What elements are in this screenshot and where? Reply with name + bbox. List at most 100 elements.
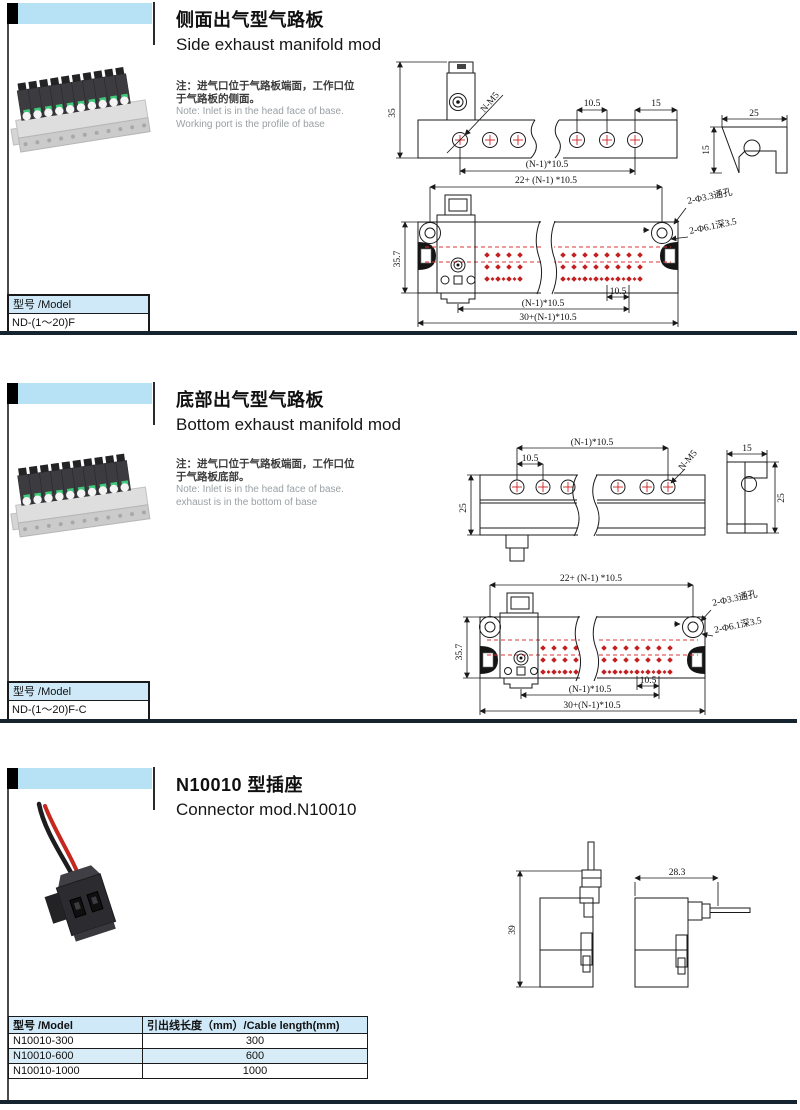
note-cn-line2: 于气路板底部。 [176,471,250,483]
note-en-line1: Note: Inlet is in the head face of base. [176,106,344,117]
section1-bottom-bar [0,331,797,335]
model-table-value: ND-(1～20)F-C [9,701,148,719]
section1-top-drawing: N-M5 35 10.5 15 (N-1)*10.5 25 15 [388,61,788,175]
dim-label-pitch-small: 10.5 [610,287,627,297]
section2-title-cn: 底部出气型气路板 [176,390,324,410]
port-holes [452,132,643,148]
end-brackets [418,242,678,270]
dim-label-height: 39 [508,925,518,935]
section1-left-border [7,3,9,331]
table-row: N10010-300 300 [8,1033,368,1049]
section2-title-en: Bottom exhaust manifold mod [176,415,401,434]
valve-side-view [446,61,476,121]
section2-black-square [7,383,18,404]
section2-product-photo [10,452,151,538]
table-row: N10010-600 600 [8,1048,368,1064]
section3-bottom-bar [0,1100,797,1104]
mounting-holes [419,222,673,244]
base-plate [417,119,678,159]
section3-header-band [18,768,152,789]
section3-product-photo [36,801,117,942]
section3-title-divider [153,767,155,810]
dim-label-sec-width: 15 [742,444,752,454]
dim-label-overall-top: 22+ (N-1) *10.5 [515,175,577,186]
cell-length: 300 [142,1033,368,1049]
connector-body [44,865,117,942]
cell-model: N10010-1000 [8,1063,143,1079]
note-en-line1: Note: Inlet is in the head face of base. [176,484,344,495]
manifold-photo-group [10,66,151,153]
callout-counterbore: 2-Φ6.1深3.5 [688,216,738,237]
bottom-port-stub [505,534,529,562]
section3-title: N10010 型插座 Connector mod.N10010 [176,771,357,820]
port-dot-cluster [484,252,523,282]
note-en-line2: exhaust is in the bottom of base [176,496,318,508]
section3-title-en: Connector mod.N10010 [176,800,357,819]
mounting-holes [479,616,704,638]
section1-title-en: Side exhaust manifold mod [176,35,382,54]
section1-front-drawing: 22+ (N-1) *10.5 2-Φ3.3通孔 2-Φ6.1深3.5 35.7… [393,175,738,327]
section2-model-table: 型号 /Model ND-(1～20)F-C [7,681,150,721]
model-table-header: 型号 /Model [9,683,148,701]
dim-label-thread: N-M5 [479,90,502,114]
dim-label-pitch-small: 10.5 [640,676,657,686]
note-cn-line2: 于气路板的侧面。 [176,93,260,105]
section2-bottom-bar [0,719,797,723]
cross-section: 25 15 [702,109,788,174]
section1-note: 注：进气口位于气路板端面，工作口位 于气路板的侧面。 Note: Inlet i… [176,80,421,131]
section1-model-table: 型号 /Model ND-(1～20)F [7,294,150,334]
dim-label-sec-width: 25 [749,109,759,119]
port-holes [509,479,676,495]
callout-through-hole: 2-Φ3.3通孔 [711,589,759,609]
section2-top-drawing: (N-1)*10.5 10.5 25 N-M5 15 25 [459,437,787,562]
section1-product-photo [10,66,151,153]
callout-counterbore: 2-Φ6.1深3.5 [713,615,763,636]
section2-left-border [7,383,9,719]
dim-label-width: 28.3 [669,868,686,878]
col-header-cable-length: 引出线长度（mm）/Cable length(mm) [142,1016,368,1034]
dim-label-pitch-total: (N-1)*10.5 [571,437,614,448]
end-brackets [480,646,705,674]
section3-title-cn: N10010 型插座 [176,775,304,795]
cell-length: 600 [142,1048,368,1064]
section1-header-band [18,3,152,24]
table-row: N10010-1000 1000 [8,1063,368,1079]
valve-front-view [499,592,539,689]
section3-black-square [7,768,18,789]
model-table-value: ND-(1～20)F [9,314,148,332]
note-cn-line1: 注：进气口位于气路板端面，工作口位 [176,458,355,470]
dim-label-sec-height: 15 [702,145,712,155]
dim-label-pitch-small: 10.5 [522,454,539,464]
note-cn-line1: 注：进气口位于气路板端面，工作口位 [176,80,355,92]
section2-front-drawing: 22+ (N-1) *10.5 2-Φ3.3通孔 2-Φ6.1深3.5 35.7… [455,573,763,715]
cross-section: 15 25 [726,444,787,534]
cell-model: N10010-300 [8,1033,143,1049]
model-table-header: 型号 /Model [9,296,148,314]
note-en-line2: Working port is the profile of base [176,118,325,130]
dim-label-end: 15 [651,99,661,109]
dim-label-overall-bottom: 30+(N-1)*10.5 [519,312,577,323]
dim-label-pitch-total: (N-1)*10.5 [522,298,565,309]
dim-label-height: 35 [388,108,398,118]
dim-label-height: 35.7 [455,643,465,660]
manifold-photo-group [10,452,151,538]
dim-label-thread: N-M5 [677,448,700,472]
dim-label-overall-bottom: 30+(N-1)*10.5 [563,700,621,711]
section2-note: 注：进气口位于气路板端面，工作口位 于气路板底部。 Note: Inlet is… [176,458,421,509]
col-header-model: 型号 /Model [8,1016,143,1034]
section1-black-square [7,3,18,24]
section1-title: 侧面出气型气路板 Side exhaust manifold mod [176,6,381,55]
cell-model: N10010-600 [8,1048,143,1064]
dim-label-pitch-total: (N-1)*10.5 [526,159,569,170]
section3-drawing: 39 28.3 [508,841,751,988]
port-dot-cluster [601,645,673,675]
section3-left-border [7,768,9,1101]
connector-model-table: 型号 /Model 引出线长度（mm）/Cable length(mm) N10… [8,1016,368,1079]
section1-title-cn: 侧面出气型气路板 [176,10,324,30]
section2-header-band [18,383,152,404]
dim-label-height: 35.7 [393,250,403,267]
port-dot-cluster [540,645,579,675]
dim-label-height: 25 [459,503,469,513]
dim-label-overall-top: 22+ (N-1) *10.5 [560,573,622,584]
